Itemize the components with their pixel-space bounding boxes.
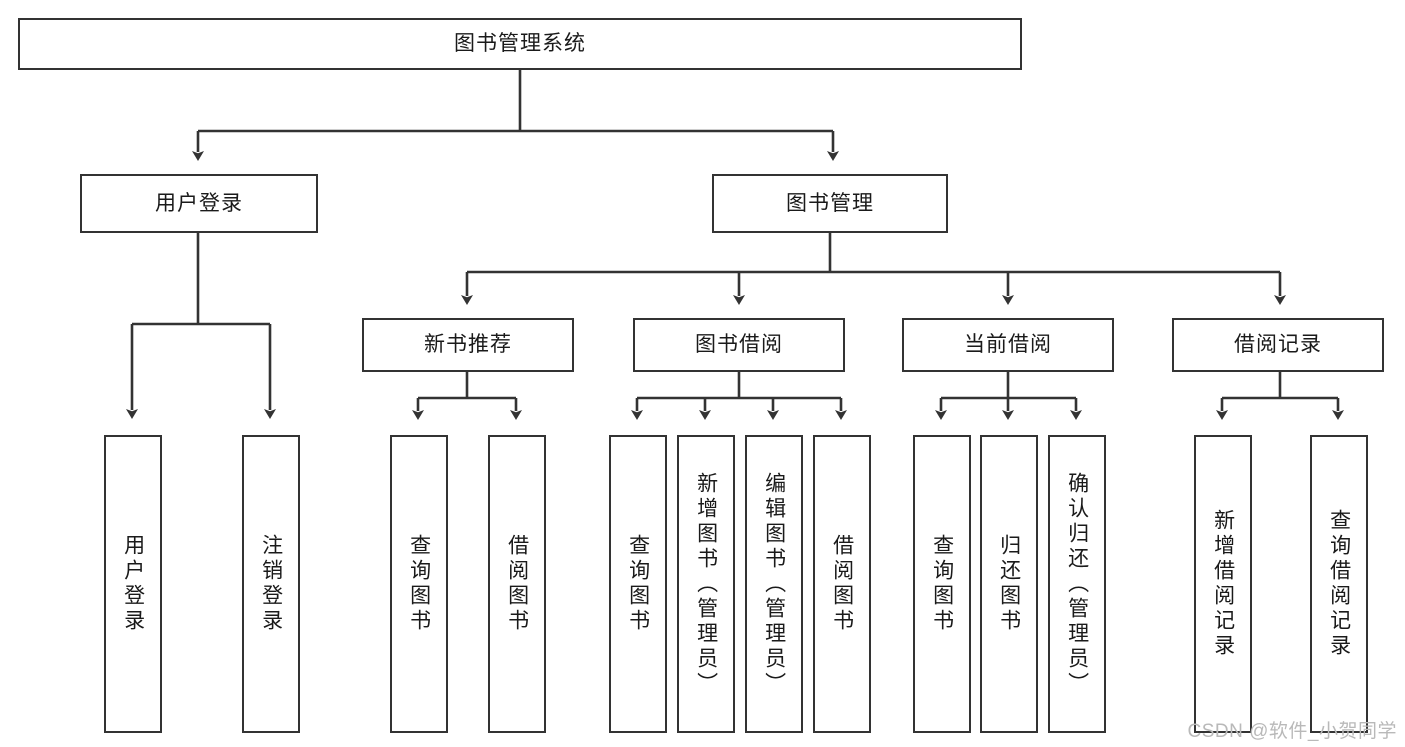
leaf-user-login-login[interactable]: 用户登录 — [104, 435, 162, 733]
node-label: 借阅图书 — [830, 534, 854, 634]
node-label: 新增图书（管理员） — [694, 471, 718, 697]
node-label: 新增借阅记录 — [1211, 509, 1235, 659]
node-label: 查询图书 — [407, 534, 431, 634]
node-label: 归还图书 — [997, 534, 1021, 634]
node-borrow-records[interactable]: 借阅记录 — [1172, 318, 1384, 372]
leaf-current-borrow-confirm-return-admin[interactable]: 确认归还（管理员） — [1048, 435, 1106, 733]
leaf-book-borrow-add-book-admin[interactable]: 新增图书（管理员） — [677, 435, 735, 733]
leaf-book-borrow-borrow-books[interactable]: 借阅图书 — [813, 435, 871, 733]
node-label: 注销登录 — [259, 534, 283, 634]
node-label: 图书管理系统 — [454, 32, 586, 56]
node-label: 查询图书 — [930, 534, 954, 634]
node-label: 借阅图书 — [505, 534, 529, 634]
node-label: 借阅记录 — [1234, 333, 1322, 357]
leaf-new-book-borrow-books[interactable]: 借阅图书 — [488, 435, 546, 733]
node-label: 确认归还（管理员） — [1065, 471, 1089, 697]
node-label: 用户登录 — [121, 534, 145, 634]
node-user-login[interactable]: 用户登录 — [80, 174, 318, 233]
watermark-text: CSDN @软件_小贺同学 — [1187, 721, 1397, 742]
node-book-borrowing[interactable]: 图书借阅 — [633, 318, 845, 372]
leaf-book-borrow-edit-book-admin[interactable]: 编辑图书（管理员） — [745, 435, 803, 733]
leaf-borrow-record-add-record[interactable]: 新增借阅记录 — [1194, 435, 1252, 733]
node-label: 用户登录 — [155, 191, 243, 215]
leaf-new-book-query-books[interactable]: 查询图书 — [390, 435, 448, 733]
leaf-current-borrow-return-books[interactable]: 归还图书 — [980, 435, 1038, 733]
node-book-management[interactable]: 图书管理 — [712, 174, 948, 233]
node-label: 当前借阅 — [964, 333, 1052, 357]
leaf-user-login-logout[interactable]: 注销登录 — [242, 435, 300, 733]
node-current-borrowing[interactable]: 当前借阅 — [902, 318, 1114, 372]
node-label: 图书借阅 — [695, 333, 783, 357]
node-label: 查询借阅记录 — [1327, 509, 1351, 659]
node-root-library-management-system[interactable]: 图书管理系统 — [18, 18, 1022, 70]
node-label: 查询图书 — [626, 534, 650, 634]
leaf-book-borrow-query-books[interactable]: 查询图书 — [609, 435, 667, 733]
node-label: 编辑图书（管理员） — [762, 471, 786, 697]
node-label: 新书推荐 — [424, 333, 512, 357]
node-new-book-recommendation[interactable]: 新书推荐 — [362, 318, 574, 372]
leaf-borrow-record-query-record[interactable]: 查询借阅记录 — [1310, 435, 1368, 733]
leaf-current-borrow-query-books[interactable]: 查询图书 — [913, 435, 971, 733]
node-label: 图书管理 — [786, 191, 874, 215]
